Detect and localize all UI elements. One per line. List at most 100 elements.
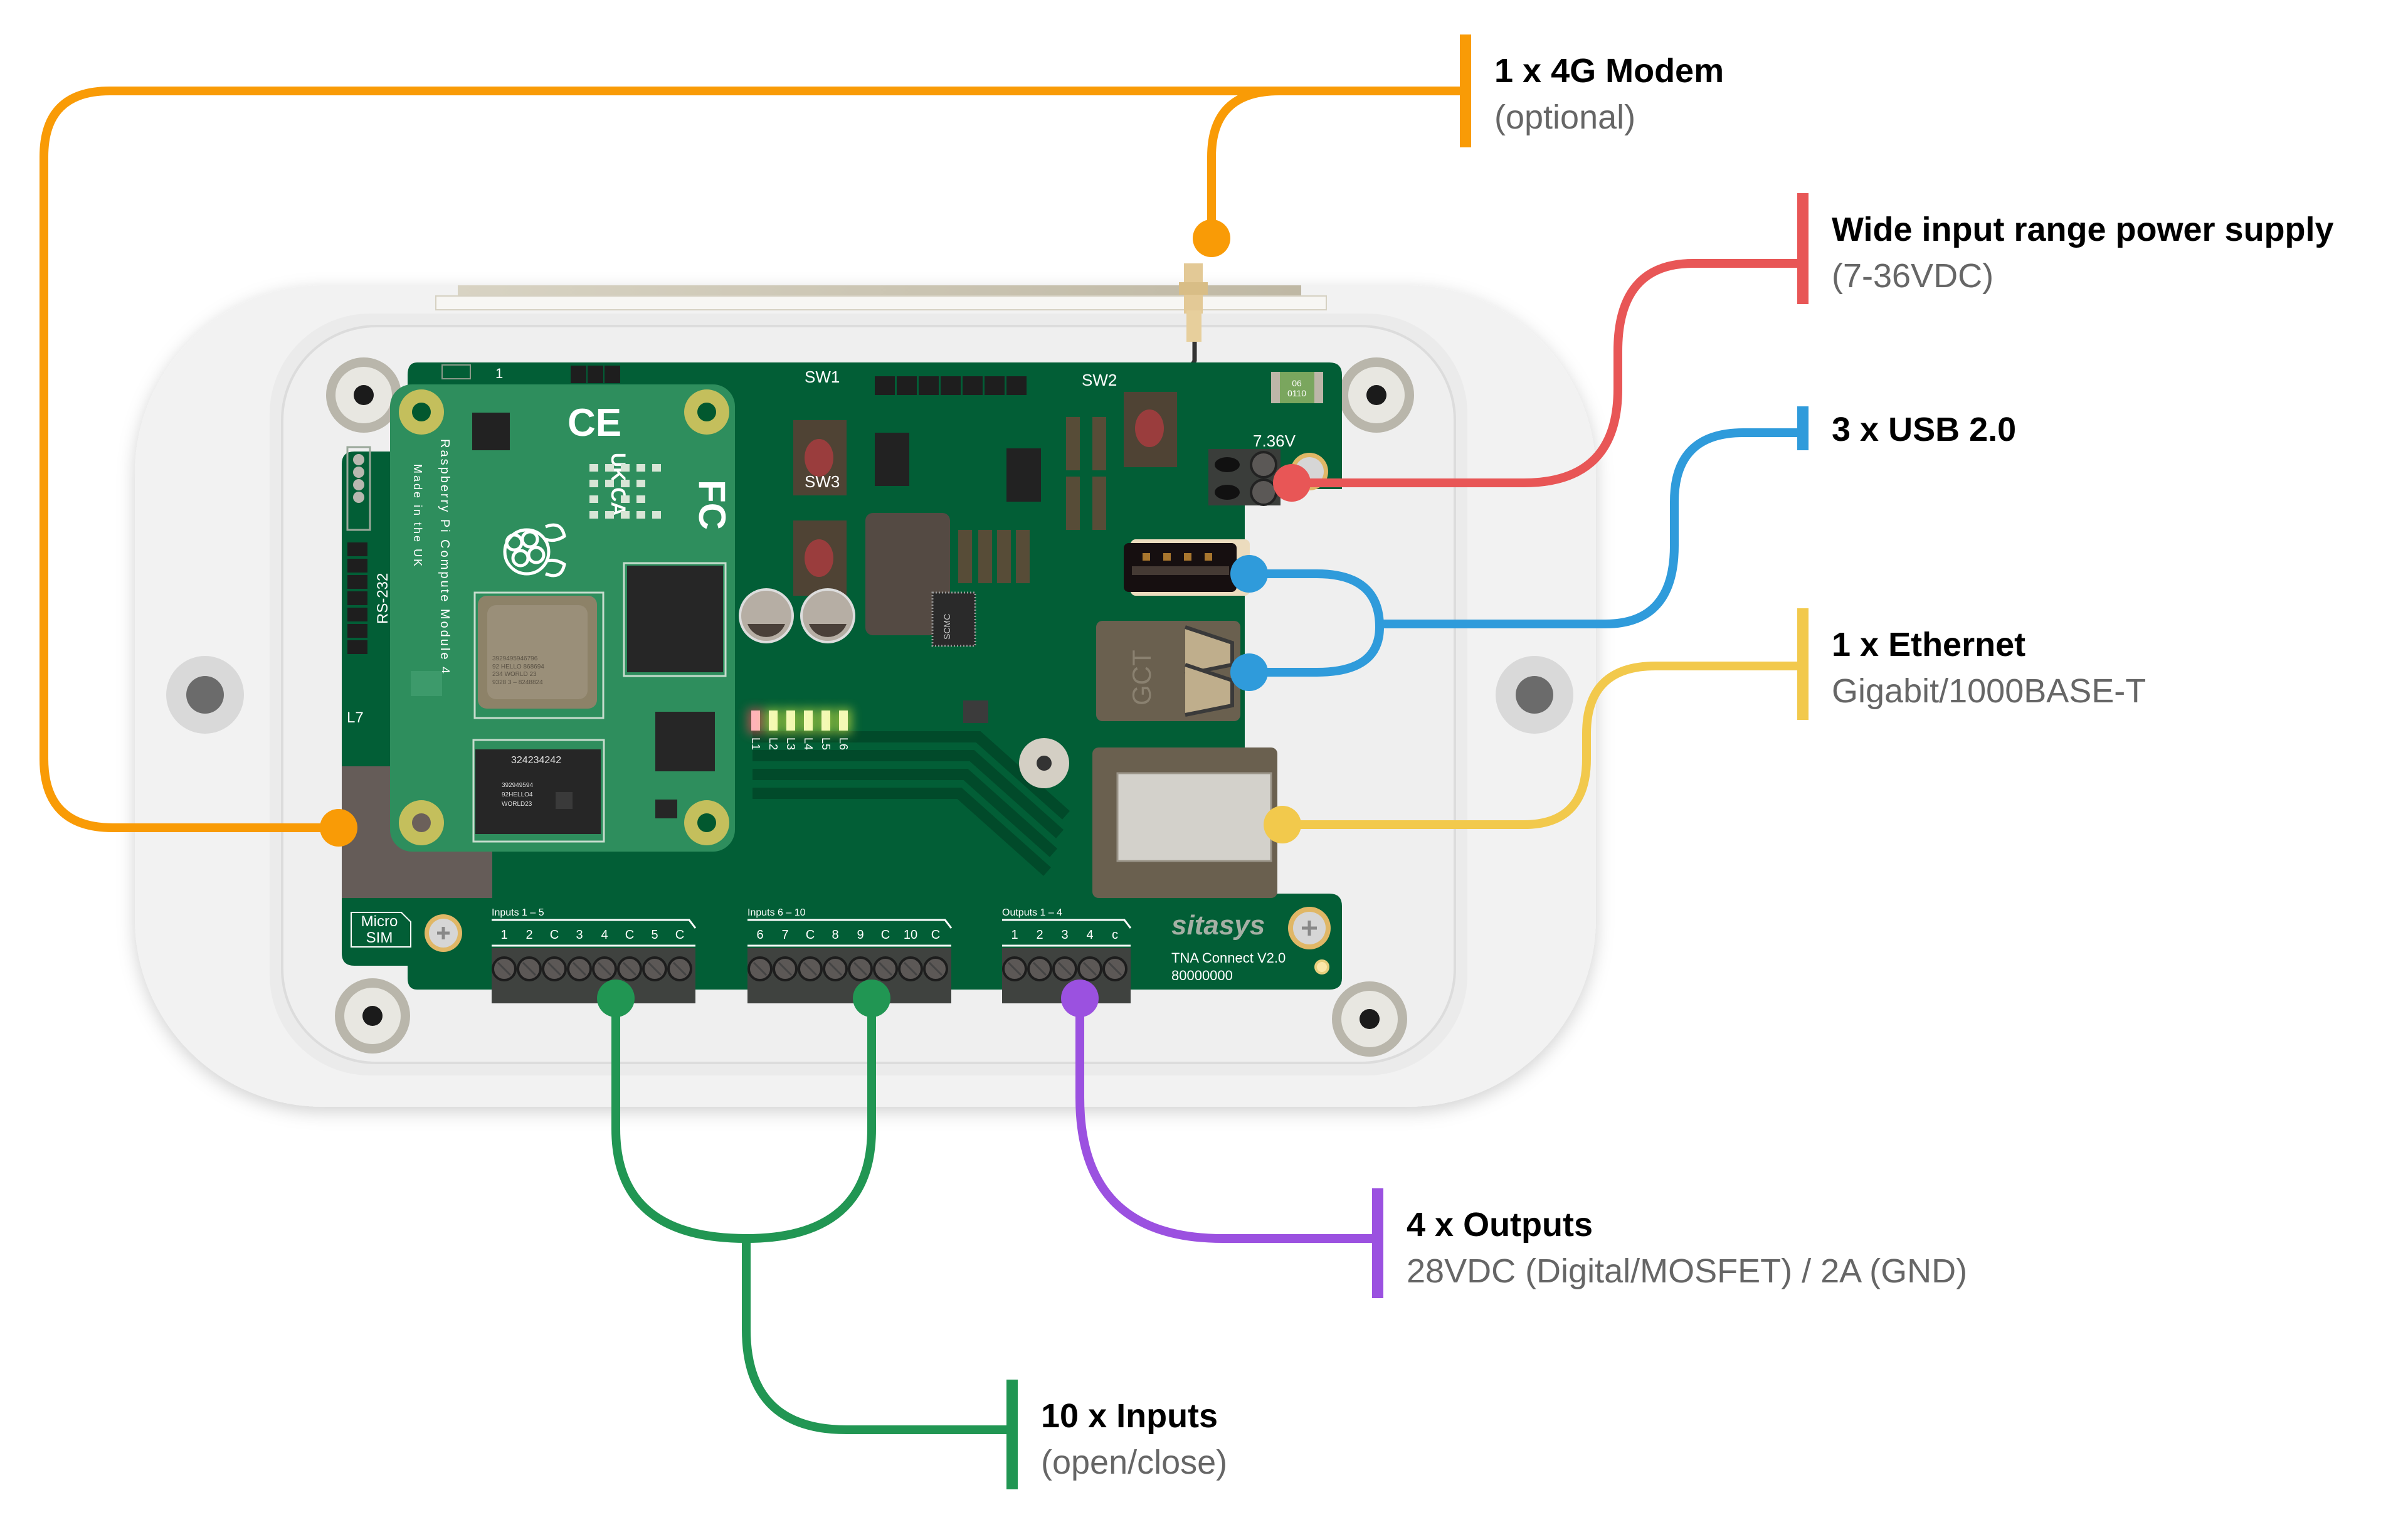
led-l1: L1 <box>747 709 764 750</box>
terminal-group-label: Outputs 1 – 4 <box>1002 907 1062 918</box>
terminal-screw[interactable] <box>667 956 692 981</box>
terminal-pin-label: 2 <box>1036 928 1043 942</box>
terminal-screw[interactable] <box>642 956 667 981</box>
inputs-anchor-dot <box>853 980 890 1017</box>
rs232-label: RS-232 <box>374 573 391 624</box>
raspberry-pi-logo <box>503 523 566 578</box>
callout-modem: 1 x 4G Modem(optional) <box>1494 52 1724 136</box>
capacitor <box>800 588 855 643</box>
emmc-chip: 324234242 392949594 92HELLO4 WORLD23 <box>472 739 605 843</box>
terminal-screw[interactable] <box>542 956 567 981</box>
usb-line <box>1380 428 1800 628</box>
antenna-bracket <box>435 263 1327 376</box>
terminal-screw[interactable] <box>798 956 823 981</box>
led-l3: L3 <box>783 709 799 750</box>
terminal-screw[interactable] <box>1002 956 1027 981</box>
ic-chip <box>875 433 909 486</box>
terminal-screw[interactable] <box>773 956 798 981</box>
inputs-connector <box>597 980 1018 1489</box>
switch-sw1[interactable] <box>793 420 847 495</box>
wifi-pads <box>589 464 661 519</box>
outputs-line <box>1075 998 1376 1243</box>
terminal-pin-label: 7 <box>781 928 788 942</box>
fuse: 06 0110 <box>1271 372 1323 403</box>
callout-title: 3 x USB 2.0 <box>1832 411 2016 448</box>
screw-icon <box>425 914 462 952</box>
soc-label: 92 HELLO 868694 <box>492 663 544 670</box>
callout-title: 1 x 4G Modem <box>1494 52 1724 90</box>
modem-bracket-bar <box>1460 34 1471 147</box>
callout-labels: 1 x 4G Modem(optional) Wide input range p… <box>1041 52 2334 1481</box>
led-label: L1 <box>749 737 762 750</box>
mount-hole <box>1339 357 1414 433</box>
terminal-screw[interactable] <box>1102 956 1127 981</box>
terminal-screw[interactable] <box>517 956 542 981</box>
switch-sw2[interactable] <box>1124 392 1177 467</box>
terminal-screw[interactable] <box>848 956 873 981</box>
terminal-screw[interactable] <box>492 956 517 981</box>
enclosure-side-hole-right <box>1496 656 1573 734</box>
mount-hole <box>326 357 401 433</box>
smd-bank <box>958 417 1106 583</box>
usb-port-dual[interactable]: GCT <box>1096 621 1240 721</box>
ic-chip <box>472 413 510 450</box>
callout-usb: 3 x USB 2.0 <box>1832 411 2016 448</box>
switch-sw3[interactable] <box>793 520 847 596</box>
callout-subtitle: (7-36VDC) <box>1832 257 1993 295</box>
terminal-screw[interactable] <box>923 956 948 981</box>
terminal-pin-label: 4 <box>1086 928 1093 942</box>
ic-chip <box>1006 448 1041 502</box>
power-anchor-dot <box>1273 464 1311 502</box>
power-terminal[interactable] <box>1208 449 1281 506</box>
terminal-pin-label: 3 <box>576 928 583 942</box>
terminal-pin-label: 10 <box>904 928 917 942</box>
modem-anchor-dot <box>1193 219 1230 257</box>
l7-label: L7 <box>347 709 364 726</box>
led-label: L5 <box>820 737 832 750</box>
callout-title: 1 x Ethernet <box>1832 626 2025 663</box>
terminal-screw[interactable] <box>567 956 592 981</box>
inductor <box>865 513 950 635</box>
terminal-screw[interactable] <box>823 956 848 981</box>
soc-label: 9328 3 – 8248824 <box>492 679 543 686</box>
outputs-bracket-bar <box>1372 1188 1383 1298</box>
rs232-header[interactable] <box>346 446 371 654</box>
usb-port-single[interactable] <box>1124 539 1250 596</box>
inputs-line <box>742 1239 1010 1434</box>
terminal-screw[interactable] <box>1077 956 1102 981</box>
outputs-connector <box>1061 980 1383 1298</box>
soc-chip: 3929495946796 92 HELLO 868694 234 WORLD … <box>473 591 605 719</box>
terminal-screw[interactable] <box>873 956 898 981</box>
led-l5: L5 <box>818 709 834 750</box>
ic-chip <box>963 700 988 723</box>
ethernet-port[interactable] <box>1092 747 1277 898</box>
module-name: Raspberry Pi Compute Module 4 <box>438 439 452 675</box>
terminal-pin-label: 8 <box>832 928 838 942</box>
terminal-screw[interactable] <box>1027 956 1052 981</box>
led-label: L4 <box>802 737 815 750</box>
terminal-screw[interactable] <box>898 956 923 981</box>
terminal-screw[interactable] <box>1052 956 1077 981</box>
header-3pin <box>571 366 620 383</box>
callout-title: Wide input range power supply <box>1832 211 2334 248</box>
brand-logo: sitasys <box>1171 910 1265 941</box>
pin1-label: 1 <box>495 366 503 381</box>
callout-subtitle: 28VDC (Digital/MOSFET) / 2A (GND) <box>1407 1252 1967 1290</box>
terminal-screw[interactable] <box>747 956 773 981</box>
ce-mark: CE <box>568 401 621 445</box>
terminal-screw[interactable] <box>592 956 617 981</box>
capacitor <box>739 588 794 643</box>
terminal-pin-label: C <box>881 928 890 942</box>
sw1-label: SW1 <box>805 367 840 386</box>
sw2-label: SW2 <box>1082 371 1117 389</box>
terminal-screw[interactable] <box>617 956 642 981</box>
usb-anchor-dot <box>1230 555 1268 593</box>
ethernet-connector <box>1264 608 1809 843</box>
usb-hub-chip: SCMC <box>931 591 976 647</box>
terminal-pin-label: 1 <box>500 928 507 942</box>
rj-brand: GCT <box>1127 650 1156 705</box>
callout-title: 10 x Inputs <box>1041 1397 1218 1435</box>
